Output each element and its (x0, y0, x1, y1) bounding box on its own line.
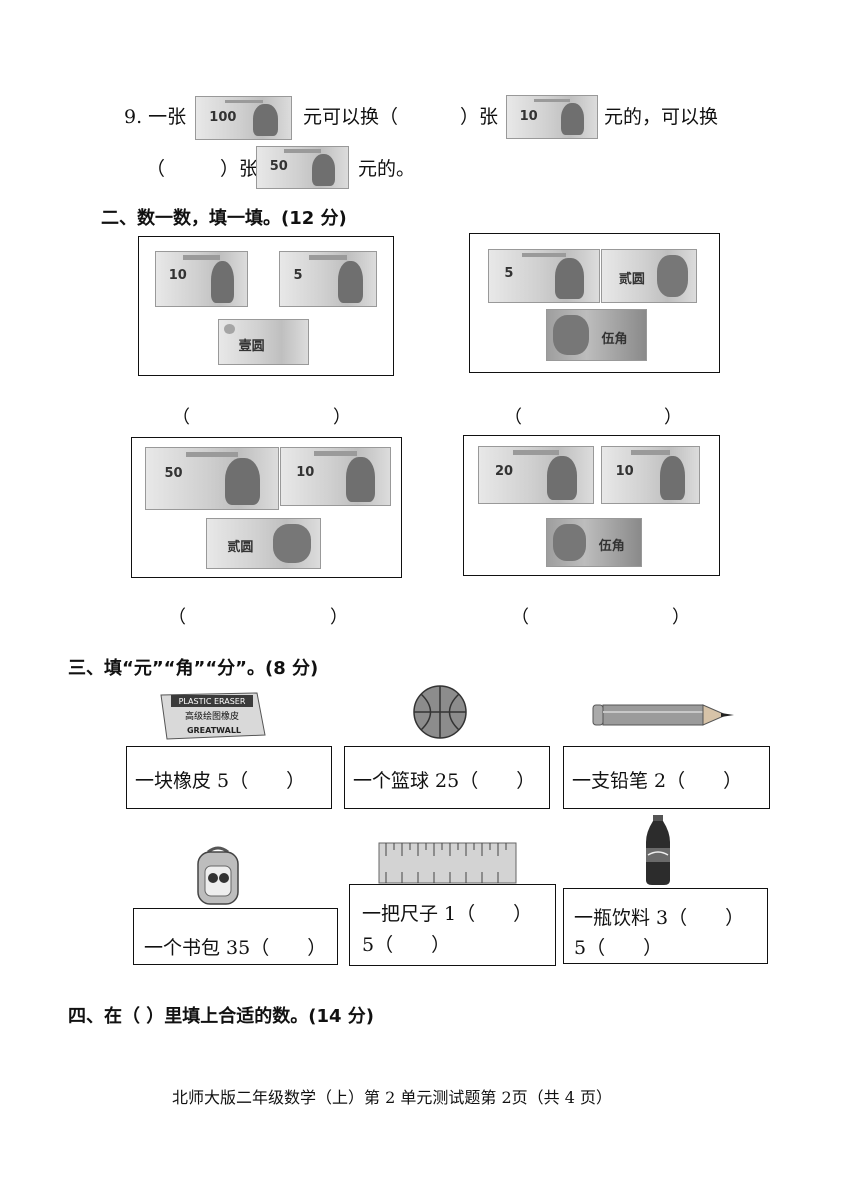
banknote-image: 壹圆 (218, 319, 309, 365)
answer-paren-close: ） (330, 607, 348, 628)
banknote-50-image: 50 (256, 146, 349, 189)
page-footer: 北师大版二年级数学（上）第 2 单元测试题第 2页（共 4 页） (172, 1088, 612, 1107)
ruler-image (378, 842, 517, 884)
answer-box-basketball: 一个篮球 25（ ） (344, 746, 550, 809)
answer-box-eraser: 一块橡皮 5（ ） (126, 746, 332, 809)
answer-paren-close: ） (672, 607, 690, 628)
drink-price-text-1: 一瓶饮料 3（ ） (574, 907, 745, 929)
backpack-image (193, 844, 243, 908)
drink-price-text-2: 5（ ） (574, 937, 663, 959)
answer-box-pencil: 一支铅笔 2（ ） (563, 746, 770, 809)
banknote-image: 5 (488, 249, 600, 303)
answer-paren-open: （ (168, 607, 186, 628)
q9-text-5: （ (146, 158, 166, 180)
banknote-image: 贰圆 (206, 518, 321, 569)
banknote-image: 20 (478, 446, 594, 504)
banknote-image: 10 (155, 251, 248, 307)
pencil-price-text: 一支铅笔 2（ ） (572, 770, 743, 792)
eraser-price-text: 一块橡皮 5（ ） (135, 770, 306, 792)
q9-text-3: ）张 (460, 106, 499, 128)
banknote-100-image: 100 (195, 96, 292, 140)
answer-paren-open: （ (511, 607, 529, 628)
answer-box-ruler: 一把尺子 1（ ） 5（ ） (349, 884, 556, 966)
q9-text-1: 9. 一张 (124, 106, 187, 128)
section3-heading: 三、填“元”“角”“分”。(8 分) (68, 658, 319, 679)
answer-box-backpack: 一个书包 35（ ） (133, 908, 338, 965)
banknote-image: 10 (601, 446, 700, 504)
banknote-image: 伍角 (546, 518, 642, 567)
money-group-3: 50 10 贰圆 (131, 437, 402, 578)
q9-text-4: 元的，可以换 (604, 106, 719, 128)
ruler-price-text-1: 一把尺子 1（ ） (362, 903, 533, 925)
svg-text:高级绘图橡皮: 高级绘图橡皮 (185, 710, 239, 722)
cola-bottle-image (640, 814, 676, 886)
banknote-image: 50 (145, 447, 279, 510)
answer-paren-open: （ (504, 407, 522, 428)
banknote-image: 贰圆 (601, 249, 697, 303)
answer-paren-open: （ (172, 407, 190, 428)
answer-box-drink: 一瓶饮料 3（ ） 5（ ） (563, 888, 768, 964)
answer-paren-close: ） (664, 407, 682, 428)
q9-text-2: 元可以换（ (303, 106, 399, 128)
svg-text:PLASTIC ERASER: PLASTIC ERASER (179, 697, 246, 706)
eraser-image: PLASTIC ERASER 高级绘图橡皮 GREATWALL (157, 689, 267, 741)
q9-text-7: 元的。 (358, 158, 416, 180)
money-group-2: 5 贰圆 伍角 (469, 233, 720, 373)
section4-heading: 四、在（ ）里填上合适的数。(14 分) (68, 1006, 375, 1027)
basketball-image (412, 684, 468, 740)
banknote-image: 10 (280, 447, 391, 506)
banknote-image: 5 (279, 251, 377, 307)
svg-text:GREATWALL: GREATWALL (187, 726, 241, 735)
money-group-4: 20 10 伍角 (463, 435, 720, 576)
banknote-10-image: 10 (506, 95, 598, 139)
ruler-price-text-2: 5（ ） (362, 934, 451, 956)
section2-heading: 二、数一数，填一填。(12 分) (101, 208, 347, 229)
q9-text-6: ）张 (220, 158, 259, 180)
basketball-price-text: 一个篮球 25（ ） (353, 770, 536, 792)
money-group-1: 10 5 壹圆 (138, 236, 394, 376)
backpack-price-text: 一个书包 35（ ） (144, 937, 327, 959)
pencil-image (591, 702, 736, 728)
banknote-image: 伍角 (546, 309, 647, 361)
answer-paren-close: ） (333, 407, 351, 428)
